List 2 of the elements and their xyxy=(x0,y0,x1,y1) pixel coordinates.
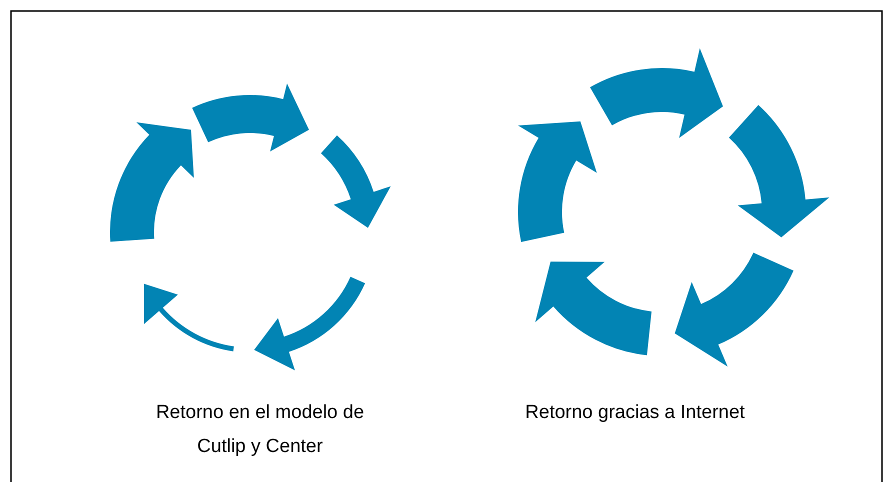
caption-text: Retorno en el modelo de Cutlip y Center xyxy=(154,401,366,459)
caption-text: Retorno gracias a Internet xyxy=(524,401,746,425)
